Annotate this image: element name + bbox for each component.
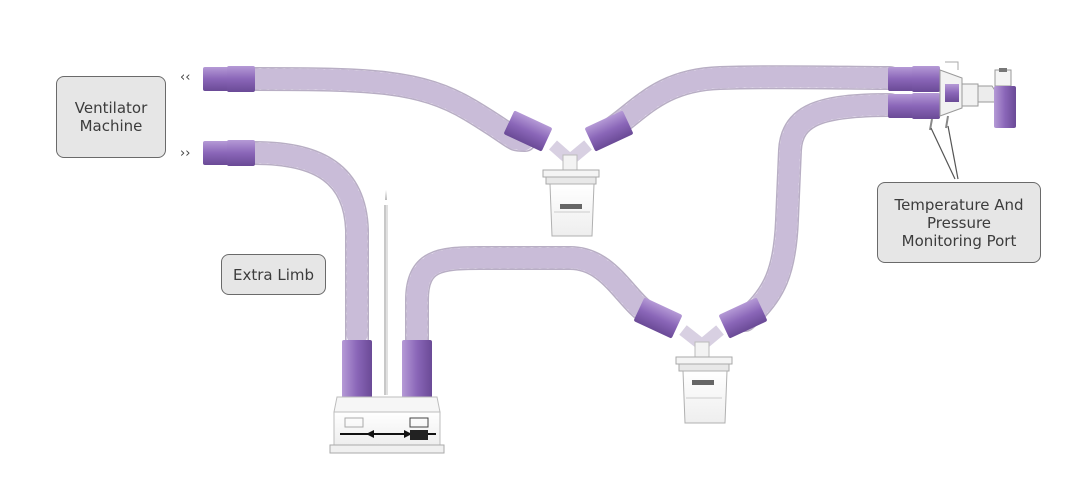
upper-water-trap [504, 111, 633, 237]
ventilator-machine-callout: Ventilator Machine [56, 76, 166, 158]
ventilator-label-line1: Ventilator [74, 99, 148, 117]
temp-label-line1: Temperature And [894, 195, 1024, 214]
extra-limb-label: Extra Limb [232, 265, 315, 284]
callout-pointers [930, 125, 959, 180]
humidifier-chamber [329, 190, 445, 454]
lower-water-trap [634, 298, 767, 424]
ventilator-label-line2: Machine [79, 117, 143, 135]
patient-end-connectors [888, 61, 1016, 131]
tubing [243, 65, 902, 352]
expiratory-direction-arrows: ›› [180, 146, 191, 161]
inspiratory-direction-arrows: ‹‹ [180, 70, 191, 85]
temp-label-line3: Monitoring Port [901, 231, 1017, 250]
temp-label-line2: Pressure [926, 213, 992, 232]
temperature-pressure-port-callout: Temperature And Pressure Monitoring Port [877, 182, 1041, 263]
ventilator-connectors [203, 66, 255, 166]
extra-limb-callout: Extra Limb [221, 254, 326, 295]
